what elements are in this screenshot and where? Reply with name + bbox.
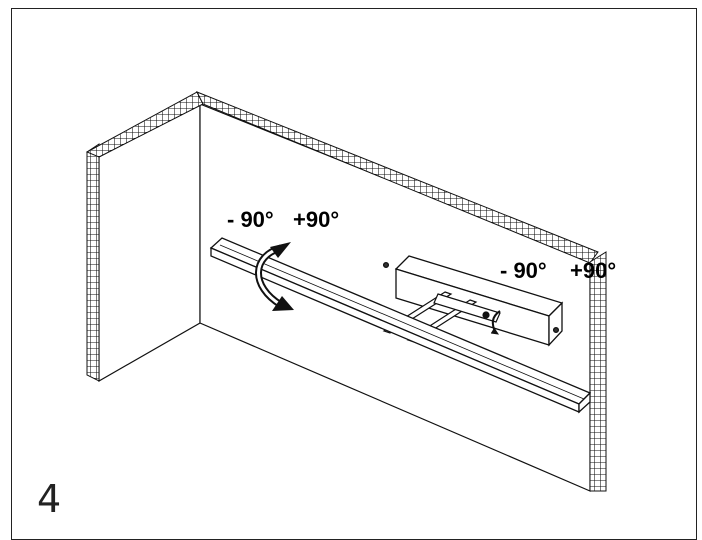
light-bar — [209, 237, 592, 414]
left-wall-edge — [86, 143, 100, 382]
step-number: 4 — [37, 477, 62, 521]
base-rotation-minus-label: - 90° — [500, 258, 547, 283]
base-rotation-plus-label: +90° — [570, 258, 617, 283]
bar-rotation-plus-label: +90° — [293, 207, 340, 232]
bar-rotation-minus-label: - 90° — [227, 207, 274, 232]
right-wall-edge — [589, 251, 607, 492]
bar-rotation-arrow — [255, 242, 294, 311]
screw-right — [552, 326, 560, 334]
screw-left — [382, 261, 390, 269]
wall — [85, 91, 607, 492]
